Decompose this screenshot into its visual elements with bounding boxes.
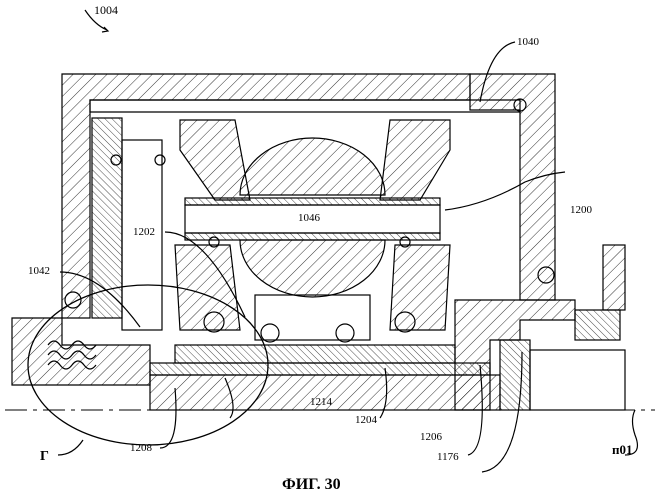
label-axis: п01	[612, 443, 633, 456]
figure-caption: ФИГ. 30	[282, 476, 341, 494]
label-1208: 1208	[130, 443, 152, 454]
label-1214: 1214	[310, 397, 332, 408]
label-detail-g: Г	[40, 450, 49, 464]
label-1204: 1204	[355, 415, 377, 426]
main-shaft-1214	[150, 363, 490, 375]
label-1040: 1040	[517, 37, 539, 48]
label-1004: 1004	[94, 4, 118, 16]
label-1046: 1046	[298, 213, 320, 224]
label-1176: 1176	[437, 452, 459, 463]
label-1042: 1042	[28, 266, 50, 277]
label-1200: 1200	[570, 205, 592, 216]
label-1206: 1206	[420, 432, 442, 443]
center-sphere	[240, 138, 385, 195]
housing-right-block	[470, 74, 555, 300]
label-1202: 1202	[133, 227, 155, 238]
